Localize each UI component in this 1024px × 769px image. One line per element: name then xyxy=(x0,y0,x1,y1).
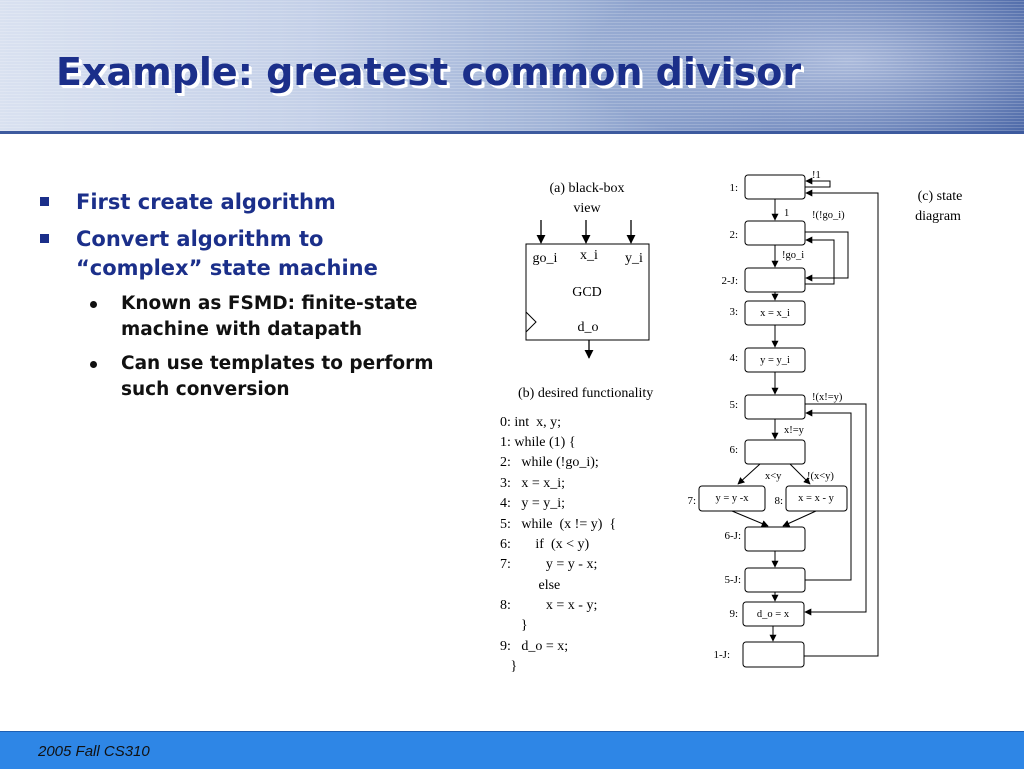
state-box xyxy=(742,641,805,668)
edge-label: x<y xyxy=(765,471,782,482)
edge-label: x!=y xyxy=(784,425,805,436)
edge-label: !(x!=y) xyxy=(812,392,843,403)
state-box xyxy=(744,267,806,293)
port-label: go_i xyxy=(533,251,558,266)
square-bullet-icon xyxy=(40,197,49,206)
transition-arrow xyxy=(789,463,811,485)
code-line: 8: x = x - y; xyxy=(500,598,597,613)
gcd-box xyxy=(525,243,650,341)
bullet-text: First create algorithm xyxy=(76,190,336,214)
state-box xyxy=(744,220,806,246)
port-label: y_i xyxy=(625,251,643,266)
bullet-item: Convert algorithm to “complex” state mac… xyxy=(36,225,436,283)
state-box xyxy=(785,485,848,512)
code-line: 9: d_o = x; xyxy=(500,639,568,654)
transition-arrow xyxy=(805,236,835,285)
edge-label: !1 xyxy=(812,170,821,181)
code-line: 7: y = y - x; xyxy=(500,557,597,572)
state-box xyxy=(744,526,806,552)
transition-arrow xyxy=(782,510,817,527)
port-label: d_o xyxy=(578,320,599,335)
sub-bullet-text: Known as FSMD: finite-state machine with… xyxy=(121,293,418,340)
code-line: 2: while (!go_i); xyxy=(500,455,599,470)
transition-arrow xyxy=(805,409,852,581)
code-line: 3: x = x_i; xyxy=(500,476,565,491)
transition-arrow xyxy=(804,189,879,657)
round-bullet-icon xyxy=(90,301,97,308)
state-box xyxy=(744,174,806,200)
banner-glow xyxy=(560,0,1024,134)
code-line: 4: y = y_i; xyxy=(500,496,565,511)
state-number: 8: xyxy=(774,495,783,507)
transition-arrow xyxy=(731,510,769,527)
sub-bullet-text: Can use templates to perform such conver… xyxy=(121,353,434,400)
title-banner: Example: greatest common divisor xyxy=(0,0,1024,134)
code-line: 5: while (x != y) { xyxy=(500,517,616,532)
state-number: 2: xyxy=(729,229,738,241)
clock-input-icon xyxy=(525,311,537,333)
state-diagram: (c) state diagram 1: 2: 2-J: 3: 4: 5: 6:… xyxy=(687,170,963,668)
state-action: y = y_i xyxy=(760,355,790,366)
sub-bullet-item: Known as FSMD: finite-state machine with… xyxy=(36,291,436,343)
blackbox-caption: view xyxy=(573,201,601,216)
code-line: } xyxy=(500,618,528,633)
state-number: 5-J: xyxy=(725,574,742,586)
transition-arrow xyxy=(804,403,867,616)
component-name: GCD xyxy=(572,285,602,300)
state-number: 6-J: xyxy=(725,530,742,542)
functionality-code: (b) desired functionality 0: int x, y; 1… xyxy=(500,386,653,674)
functionality-caption: (b) desired functionality xyxy=(518,386,653,401)
state-number: 5: xyxy=(729,399,738,411)
sub-bullet-item: Can use templates to perform such conver… xyxy=(36,351,436,403)
code-line: } xyxy=(500,659,517,674)
state-action: x = x - y xyxy=(798,493,834,504)
footer-text: 2005 Fall CS310 xyxy=(38,743,150,760)
edge-label: !(!go_i) xyxy=(812,210,845,221)
state-action: y = y -x xyxy=(715,493,749,504)
edge-label: 1 xyxy=(784,208,789,219)
state-box xyxy=(744,439,806,465)
banner-stripes xyxy=(0,0,1024,134)
state-number: 9: xyxy=(729,608,738,620)
bullet-item: First create algorithm xyxy=(36,188,436,217)
square-bullet-icon xyxy=(40,234,49,243)
footer-bar: 2005 Fall CS310 xyxy=(0,731,1024,769)
blackbox-caption: (a) black-box xyxy=(549,181,624,196)
transition-arrow xyxy=(805,231,849,282)
state-box xyxy=(744,394,806,420)
code-line: 1: while (1) { xyxy=(500,435,576,450)
state-diagram-caption: (c) state xyxy=(918,189,963,204)
state-action: d_o = x xyxy=(757,609,790,620)
state-action: x = x_i xyxy=(760,308,790,319)
code-line: 6: if (x < y) xyxy=(500,537,589,552)
bullet-list: First create algorithm Convert algorithm… xyxy=(36,188,436,411)
transition-arrow xyxy=(805,177,831,188)
state-number: 6: xyxy=(729,444,738,456)
banner-divider xyxy=(0,131,1024,134)
slide-title: Example: greatest common divisor xyxy=(56,50,802,94)
edge-label: !go_i xyxy=(782,250,804,261)
state-number: 1-J: xyxy=(714,649,731,661)
state-number: 1: xyxy=(729,182,738,194)
code-line: else xyxy=(500,578,560,593)
state-number: 2-J: xyxy=(722,275,739,287)
port-label: x_i xyxy=(580,248,598,263)
state-diagram-caption: diagram xyxy=(915,209,961,224)
edge-label: !(x<y) xyxy=(807,471,834,482)
state-number: 7: xyxy=(687,495,696,507)
bullet-text: Convert algorithm to “complex” state mac… xyxy=(76,227,378,280)
transition-arrow xyxy=(737,463,761,485)
state-box xyxy=(744,567,806,593)
state-number: 3: xyxy=(729,306,738,318)
blackbox-view: (a) black-box view go_i x_i y_i GCD d_o xyxy=(525,181,650,359)
round-bullet-icon xyxy=(90,361,97,368)
code-line: 0: int x, y; xyxy=(500,415,561,430)
state-number: 4: xyxy=(729,352,738,364)
